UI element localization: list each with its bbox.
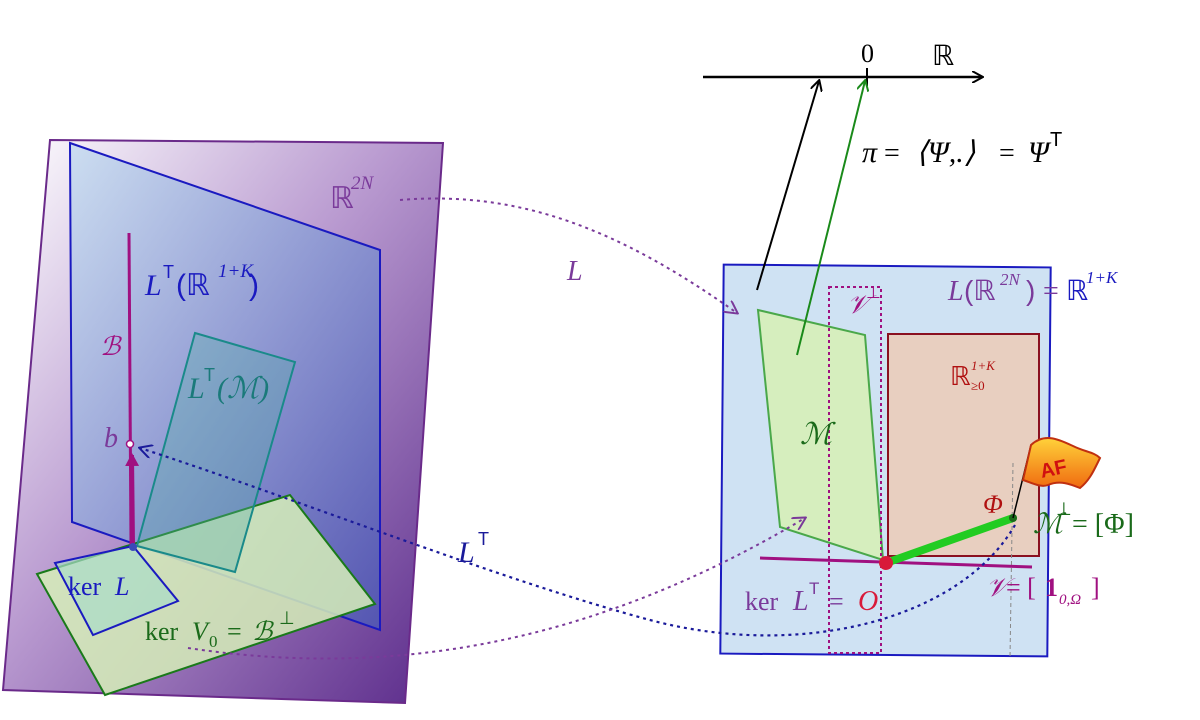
mperp-M: ℳ bbox=[1033, 509, 1067, 540]
v-sub: 0,Ω bbox=[1059, 592, 1081, 608]
omega-guide bbox=[1009, 462, 1014, 659]
lt-L: L bbox=[144, 269, 162, 302]
r2n-exp: 2N bbox=[351, 173, 375, 194]
af-text: AF bbox=[1038, 456, 1069, 483]
ltm-T: T bbox=[204, 365, 215, 385]
ltm-M: (ℳ) bbox=[217, 372, 269, 405]
img-paren: (ℝ bbox=[964, 275, 996, 306]
kerv0-sub: 0 bbox=[209, 632, 218, 651]
flag-cloth bbox=[1021, 437, 1102, 490]
img-close: ) bbox=[1026, 275, 1035, 306]
m-label: ℳ bbox=[800, 418, 836, 451]
r2n-base: ℝ bbox=[330, 182, 354, 215]
rpos-sub: ≥0 bbox=[971, 378, 985, 393]
kerlt-T: T bbox=[809, 579, 819, 598]
ker-lt-label: ker L T = O bbox=[745, 579, 878, 617]
ker-l-label: ker L bbox=[68, 572, 129, 601]
v-close: ] bbox=[1091, 573, 1100, 602]
mperp-perp: ⊥ bbox=[1056, 499, 1072, 519]
kerl-L: L bbox=[114, 572, 129, 601]
img-Rexp: 1+K bbox=[1086, 268, 1119, 287]
origin-point-left bbox=[129, 543, 137, 551]
lt-paren: (ℝ bbox=[176, 269, 210, 302]
kerv0-eq: = bbox=[227, 617, 242, 646]
origin-point-right bbox=[879, 556, 893, 570]
vperp-perp: ⊥ bbox=[866, 283, 881, 302]
kerv0-perp: ⊥ bbox=[279, 608, 295, 628]
kerv0-B: ℬ bbox=[252, 617, 274, 646]
img-eq: = bbox=[1043, 276, 1059, 307]
eq-2: = bbox=[999, 138, 1015, 169]
map-lt-L: L bbox=[457, 536, 475, 569]
kerlt-O: O bbox=[858, 586, 878, 617]
lt-m-plane bbox=[135, 331, 297, 574]
v-eq: = [ bbox=[1006, 573, 1036, 602]
zero-label: 0 bbox=[861, 39, 874, 68]
rpos-exp: 1+K bbox=[971, 358, 996, 373]
projection-formula: π = ⟨Ψ,.⟩ = Ψ T bbox=[862, 129, 1062, 169]
map-l-label: L bbox=[566, 256, 583, 287]
ker-l-plane bbox=[53, 544, 180, 637]
eq-1: = bbox=[884, 138, 900, 169]
ker-v0-plane bbox=[35, 493, 377, 697]
v-one: 1 bbox=[1045, 573, 1058, 602]
kerl-ker: ker bbox=[68, 572, 102, 601]
psi-transpose-sup: T bbox=[1050, 129, 1062, 151]
map-lt-label: L T bbox=[457, 529, 489, 569]
psi-transpose: Ψ bbox=[1028, 136, 1052, 169]
rpos-label: ℝ 1+K ≥0 bbox=[950, 358, 996, 393]
psi-bracket: ⟨Ψ,.⟩ bbox=[916, 136, 976, 169]
image-space-label: L (ℝ 2N ) = ℝ 1+K bbox=[947, 268, 1119, 307]
lt-image-label: L T (ℝ 1+K ) bbox=[144, 261, 259, 302]
mperp-eq: = [Φ] bbox=[1072, 509, 1134, 540]
map-lt-arrow bbox=[140, 448, 1016, 637]
kerlt-ker: ker bbox=[745, 587, 779, 616]
r2n-label: ℝ 2N bbox=[330, 173, 375, 215]
img-exp: 2N bbox=[1000, 270, 1022, 289]
lt-m-label: L T (ℳ) bbox=[187, 365, 269, 405]
kerv0-V: V bbox=[192, 617, 211, 646]
lt-T: T bbox=[163, 262, 174, 282]
map-lt-T: T bbox=[478, 529, 489, 549]
kerv0-ker: ker bbox=[145, 617, 179, 646]
map-l-arrow bbox=[399, 197, 737, 313]
v-label: 𝒱 = [ 1 0,Ω ] bbox=[986, 573, 1100, 608]
black-projection-arrow bbox=[756, 81, 819, 291]
lt-close: ) bbox=[249, 269, 259, 302]
kerlt-L: L bbox=[792, 586, 809, 617]
b-vector bbox=[125, 453, 140, 546]
rpos-R: ℝ bbox=[950, 361, 971, 391]
reals-label: ℝ bbox=[932, 40, 954, 71]
img-L: L bbox=[947, 276, 964, 307]
pi-symbol: π bbox=[862, 136, 878, 169]
lt-exp: 1+K bbox=[218, 261, 254, 282]
v-perp-rect bbox=[828, 286, 882, 654]
m-perp-segment bbox=[882, 514, 1017, 567]
phi-label: Φ bbox=[983, 490, 1003, 519]
m-perp-label: ℳ ⊥ = [Φ] bbox=[1033, 499, 1134, 540]
ltm-L: L bbox=[187, 372, 205, 405]
ker-v0-label: ker V 0 = ℬ ⊥ bbox=[145, 608, 295, 651]
b-label: b bbox=[104, 423, 118, 454]
b-point bbox=[125, 439, 135, 449]
af-flag bbox=[1012, 437, 1102, 519]
img-R: ℝ bbox=[1066, 275, 1088, 306]
green-projection-arrow bbox=[796, 81, 865, 356]
b-space-label: ℬ bbox=[100, 332, 122, 361]
kerlt-eq: = bbox=[829, 587, 844, 616]
